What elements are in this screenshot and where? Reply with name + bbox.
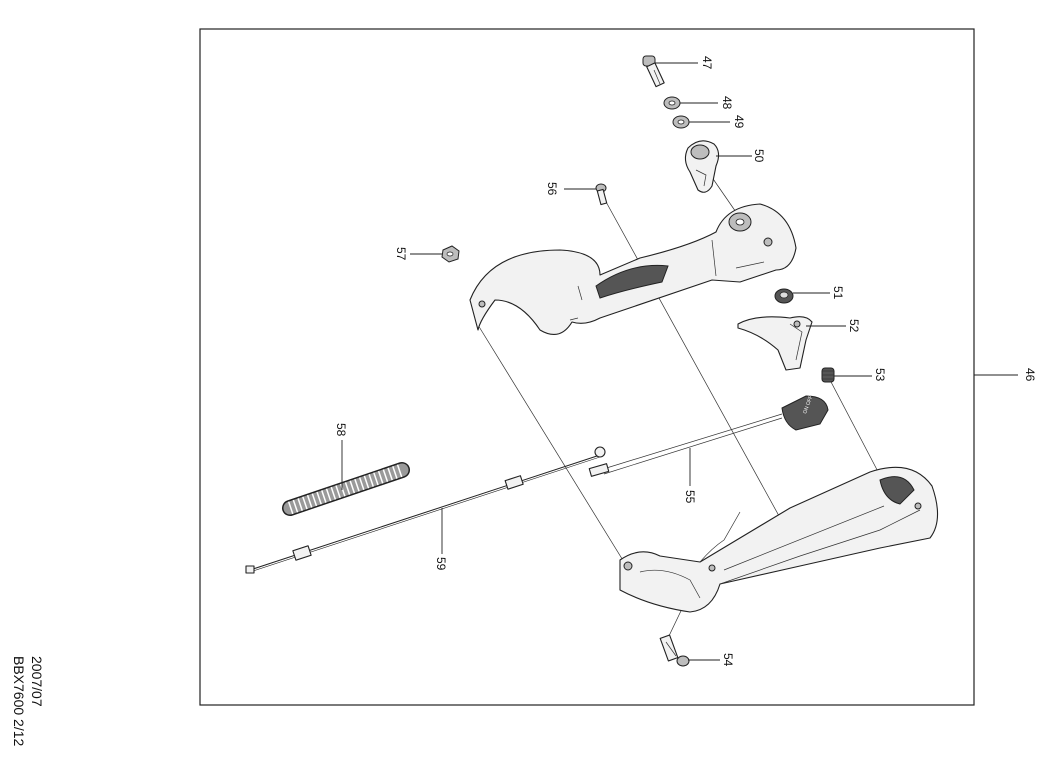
part-50-knob (684, 140, 720, 193)
upper-handle-cover (469, 203, 797, 336)
callout-58: 58 (334, 423, 348, 437)
part-51-nut (774, 288, 794, 304)
callout-59: 59 (434, 557, 448, 571)
callout-49: 49 (732, 115, 746, 129)
callout-50: 50 (752, 149, 766, 163)
footer-model-page: BBX7600 2/12 (11, 656, 27, 747)
part-59-throttle-cable (245, 446, 606, 574)
part-53-spring (821, 367, 835, 383)
callout-55: 55 (683, 490, 697, 504)
callout-51: 51 (831, 286, 845, 300)
diagram-frame (199, 28, 975, 706)
callout-56: 56 (545, 182, 559, 196)
callout-57: 57 (394, 247, 408, 261)
callout-54: 54 (721, 653, 735, 667)
part-48-washer (663, 96, 681, 110)
footer-date: 2007/07 (29, 656, 45, 707)
part-56-screw (595, 183, 608, 206)
lower-handle-housing (619, 466, 939, 613)
callout-47: 47 (700, 56, 714, 70)
callout-52: 52 (847, 319, 861, 333)
part-58-spring-hose (282, 462, 410, 516)
part-52-trigger (737, 316, 813, 371)
callout-48: 48 (720, 96, 734, 110)
part-57-nut (441, 245, 460, 263)
part-47-bolt (642, 55, 665, 88)
callout-53: 53 (873, 368, 887, 382)
part-49-washer (672, 115, 690, 129)
callout-46: 46 (1023, 368, 1037, 382)
part-54-bolt (659, 634, 690, 667)
part-55-switch-wire: ON OFF (588, 395, 829, 477)
